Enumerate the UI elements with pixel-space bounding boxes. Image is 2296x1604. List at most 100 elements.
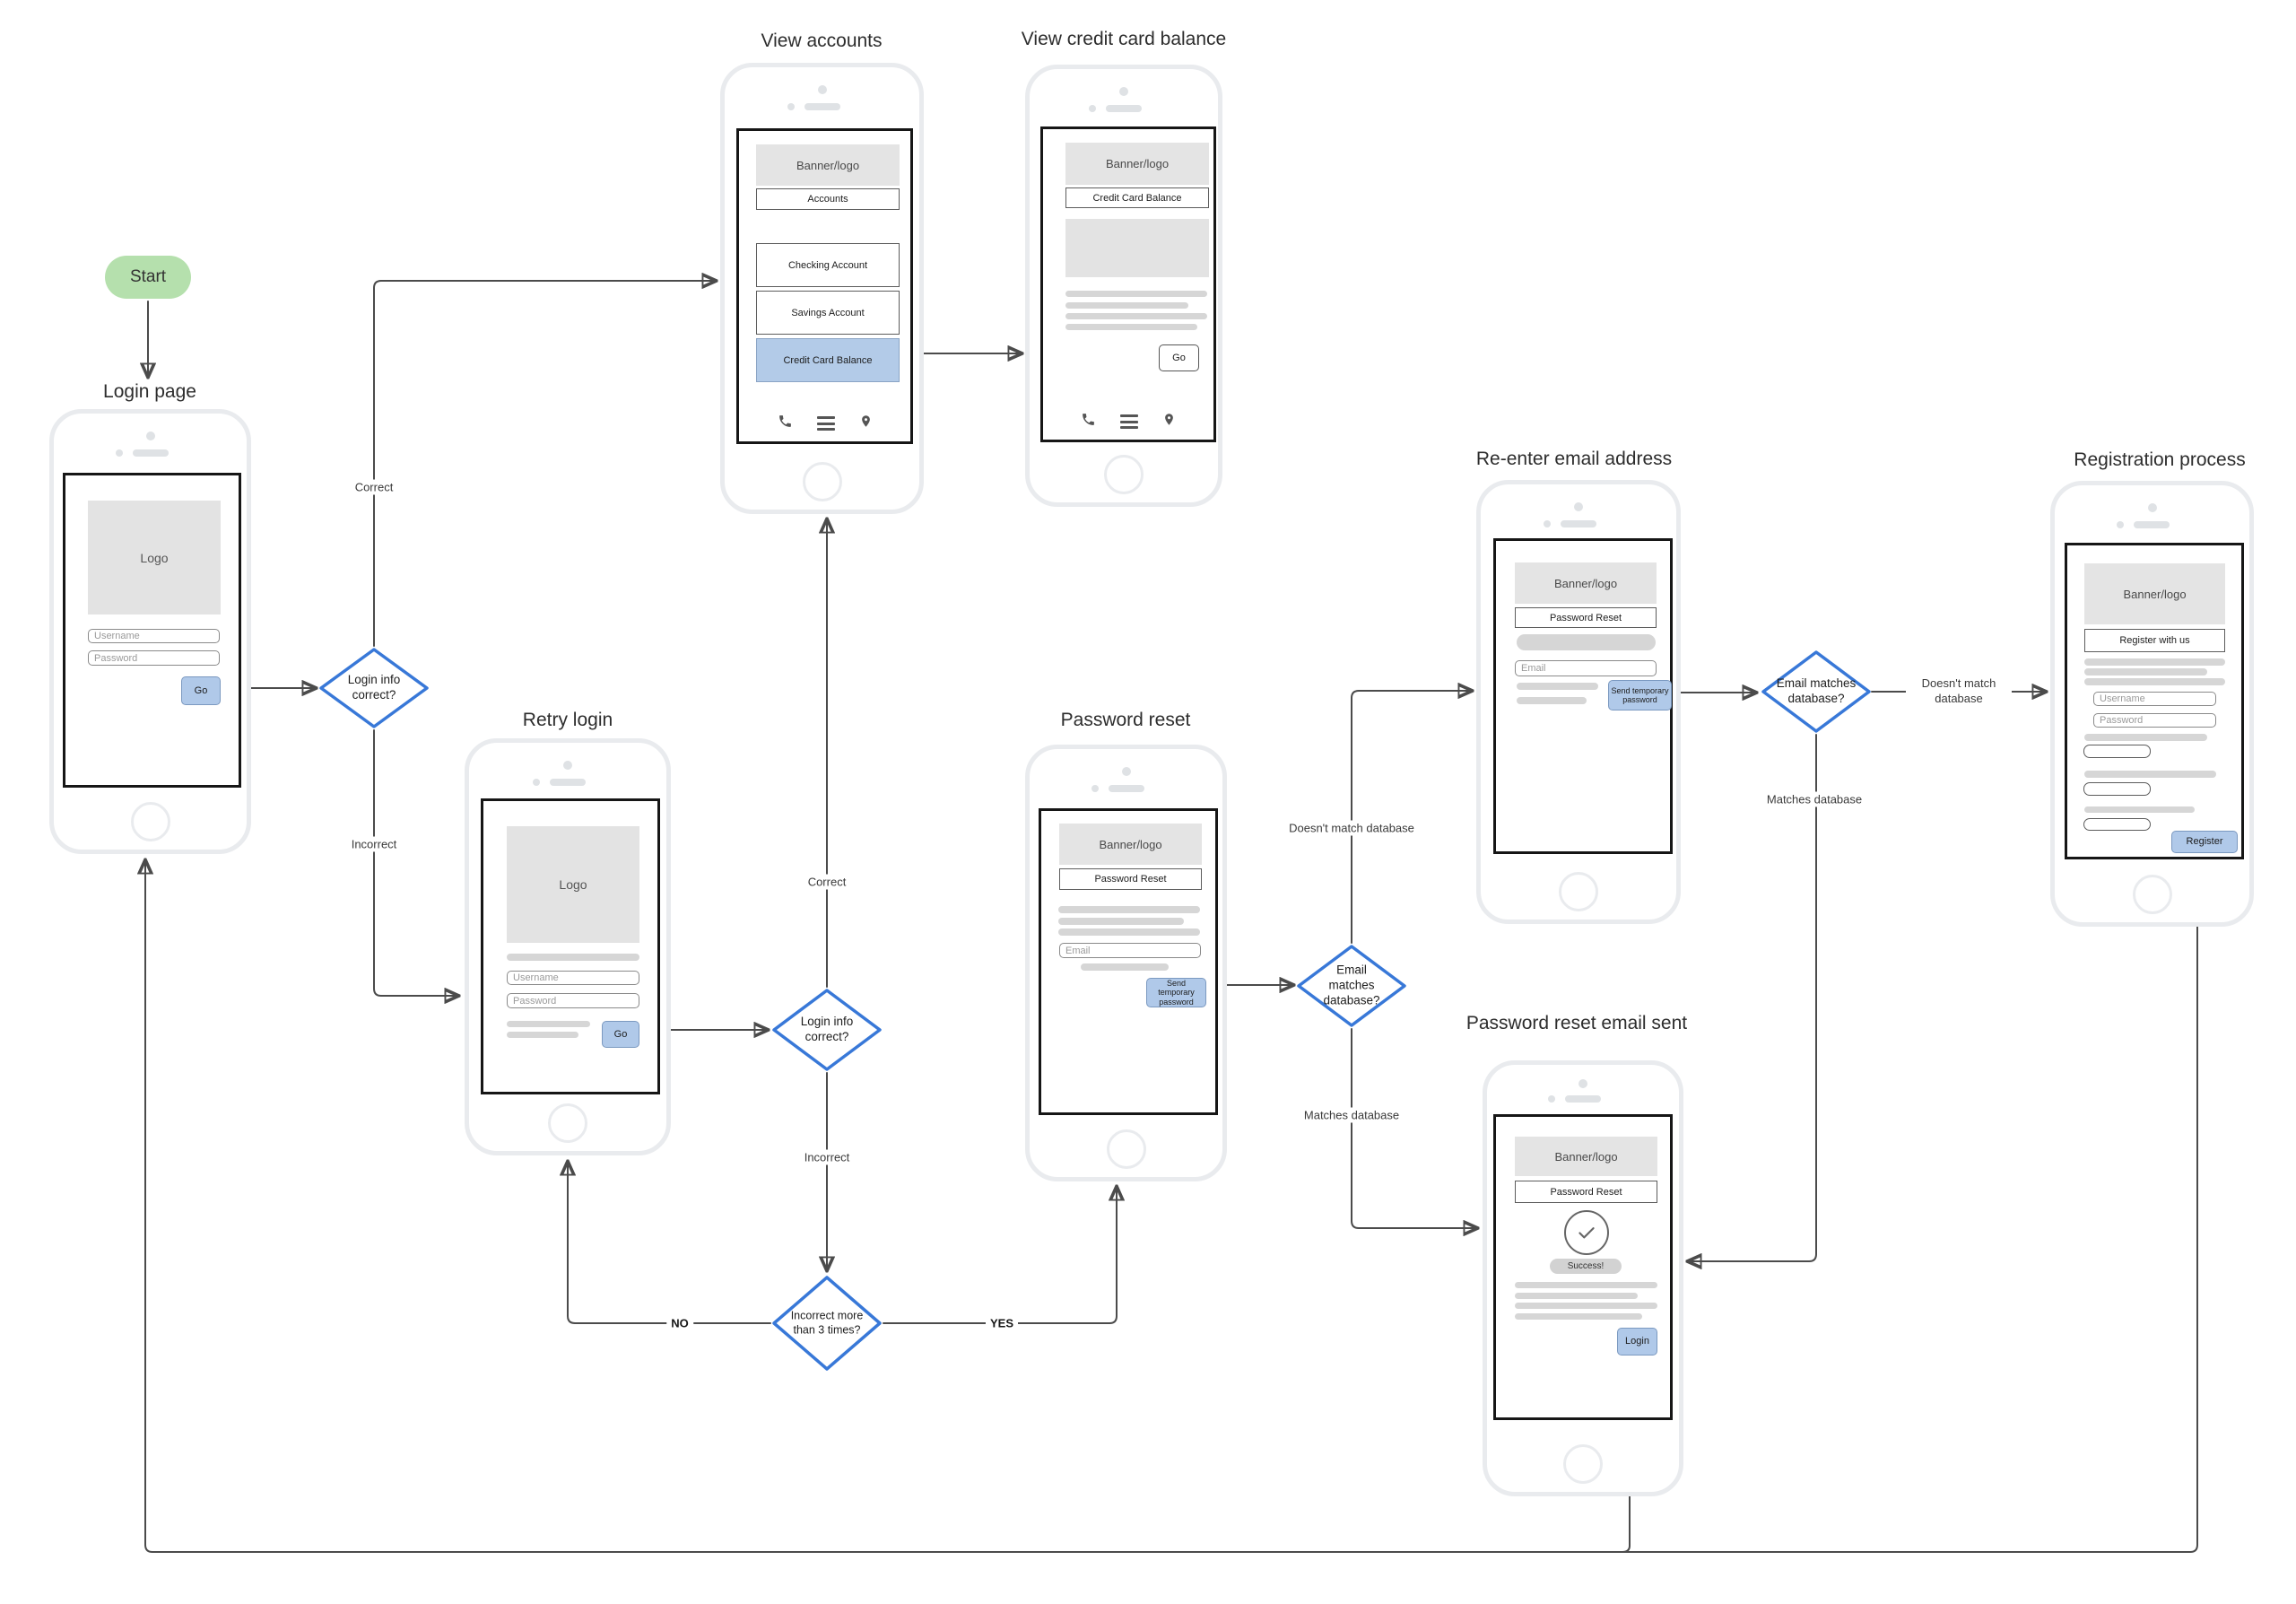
- edge-label-matches-2: Matches database: [1761, 791, 1867, 807]
- decision-email-matches-2: Email matches database?: [1761, 649, 1872, 734]
- empty-form-field[interactable]: [2083, 818, 2151, 831]
- connector-doesnt-match-to-reenter: [1351, 691, 1471, 944]
- decision-login-info-1: Login info correct?: [318, 647, 430, 729]
- phone-reenter-email: Banner/logo Password Reset Send temporar…: [1476, 480, 1681, 924]
- location-pin-icon[interactable]: [859, 413, 873, 434]
- banner-logo: Banner/logo: [1059, 824, 1202, 865]
- email-field[interactable]: [1059, 943, 1201, 958]
- text-placeholder-line: [1515, 1282, 1657, 1288]
- go-button[interactable]: Go: [181, 676, 221, 705]
- camera-dot: [145, 432, 155, 440]
- home-button[interactable]: [1559, 872, 1598, 911]
- register-button[interactable]: Register: [2171, 831, 2238, 853]
- phone-login-page: Logo Go: [49, 409, 251, 854]
- savings-account-item[interactable]: Savings Account: [756, 291, 900, 335]
- speaker-bar: [2134, 521, 2170, 528]
- username-field[interactable]: [2093, 692, 2216, 706]
- footer-nav: [739, 413, 910, 434]
- edge-label-doesnt-match-2: Doesn't match database: [1906, 676, 2012, 708]
- text-placeholder-line: [507, 954, 639, 961]
- text-placeholder-line: [2084, 734, 2207, 741]
- phone-view-accounts: Banner/logo Accounts Checking Account Sa…: [720, 63, 924, 514]
- section-title-reenter-email: Re-enter email address: [1475, 449, 1673, 469]
- email-field[interactable]: [1515, 660, 1657, 676]
- speaker-bar: [1106, 105, 1142, 112]
- location-pin-icon[interactable]: [1162, 411, 1176, 432]
- banner-logo: Banner/logo: [1515, 562, 1657, 604]
- go-button[interactable]: Go: [602, 1021, 639, 1048]
- menu-icon[interactable]: [816, 416, 835, 431]
- home-button[interactable]: [548, 1103, 587, 1143]
- text-placeholder-line: [1058, 906, 1200, 913]
- password-field[interactable]: [507, 993, 639, 1008]
- screen: Logo Go: [481, 798, 660, 1094]
- camera-dot: [1121, 767, 1131, 776]
- menu-icon[interactable]: [1120, 414, 1138, 429]
- sensor-dot: [116, 449, 123, 457]
- logo-placeholder: Logo: [507, 826, 639, 943]
- credit-card-balance-item[interactable]: Credit Card Balance: [756, 338, 900, 382]
- password-field[interactable]: [88, 650, 220, 666]
- success-check-circle: [1564, 1210, 1609, 1255]
- check-icon: [1578, 1227, 1595, 1239]
- text-placeholder-line: [1517, 697, 1587, 704]
- text-placeholder-line: [2084, 771, 2216, 778]
- home-button[interactable]: [2132, 875, 2172, 914]
- banner-logo: Banner/logo: [2084, 563, 2225, 624]
- text-placeholder-line: [1515, 1303, 1657, 1309]
- checking-account-item[interactable]: Checking Account: [756, 243, 900, 287]
- banner-logo: Banner/logo: [756, 144, 900, 186]
- section-title-login-page: Login page: [103, 381, 196, 402]
- footer-nav: [1043, 411, 1213, 432]
- phone-registration: Banner/logo Register with us Register: [2050, 481, 2254, 927]
- password-reset-header: Password Reset: [1059, 868, 1202, 890]
- text-placeholder-line: [1058, 928, 1200, 936]
- home-button[interactable]: [130, 802, 170, 841]
- phone-view-credit-balance: Banner/logo Credit Card Balance Go: [1025, 65, 1222, 507]
- password-reset-header: Password Reset: [1515, 1181, 1657, 1203]
- screen: Banner/logo Password Reset Success! Logi…: [1493, 1114, 1673, 1420]
- camera-dot: [563, 761, 572, 770]
- send-temporary-password-button[interactable]: Send temporary password: [1146, 978, 1206, 1007]
- text-placeholder-line: [507, 1021, 590, 1027]
- section-title-registration: Registration process: [2074, 449, 2246, 470]
- text-placeholder-line: [1065, 313, 1207, 319]
- text-placeholder-line: [2084, 658, 2225, 666]
- edge-label-incorrect-2: Incorrect: [799, 1149, 855, 1165]
- text-placeholder-line: [1065, 302, 1188, 309]
- phone-retry-login: Logo Go: [465, 738, 671, 1155]
- send-temporary-password-button[interactable]: Send temporary password: [1608, 680, 1672, 710]
- home-button[interactable]: [1106, 1129, 1146, 1169]
- username-field[interactable]: [88, 629, 220, 643]
- register-header: Register with us: [2084, 629, 2225, 652]
- connector-no-to-retry: [568, 1163, 771, 1324]
- sensor-dot: [787, 103, 795, 110]
- login-button[interactable]: Login: [1617, 1328, 1657, 1356]
- password-field[interactable]: [2093, 713, 2216, 728]
- phone-reset-email-sent: Banner/logo Password Reset Success! Logi…: [1483, 1060, 1683, 1496]
- camera-dot: [2147, 503, 2157, 512]
- section-title-password-reset: Password reset: [1060, 710, 1191, 730]
- connector-incorrect-to-retry: [373, 729, 457, 996]
- home-button[interactable]: [802, 462, 842, 501]
- text-placeholder-line: [2084, 668, 2207, 676]
- password-reset-header: Password Reset: [1515, 607, 1657, 628]
- home-button[interactable]: [1104, 455, 1144, 494]
- phone-icon[interactable]: [778, 414, 793, 433]
- go-button[interactable]: Go: [1159, 344, 1199, 371]
- camera-dot: [817, 85, 827, 94]
- connector-matches-to-reset-sent: [1351, 1028, 1476, 1228]
- connector-yes-to-password-reset: [883, 1188, 1117, 1324]
- sensor-dot: [2117, 521, 2124, 528]
- edge-label-no: NO: [666, 1315, 693, 1331]
- username-field[interactable]: [507, 971, 639, 985]
- home-button[interactable]: [1563, 1444, 1603, 1484]
- speaker-bar: [133, 449, 169, 457]
- empty-form-field[interactable]: [2083, 745, 2151, 758]
- empty-form-field[interactable]: [2083, 782, 2151, 796]
- logo-placeholder: Logo: [88, 501, 221, 615]
- screen: Banner/logo Credit Card Balance Go: [1040, 126, 1216, 442]
- screen: Banner/logo Accounts Checking Account Sa…: [736, 128, 913, 444]
- phone-icon[interactable]: [1081, 412, 1096, 432]
